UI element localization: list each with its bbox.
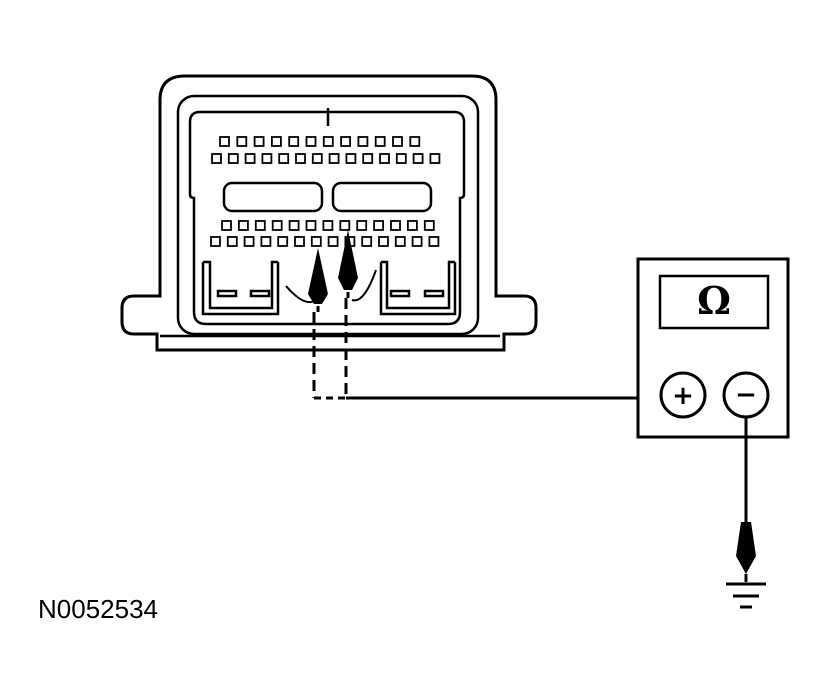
power-block-left — [201, 260, 280, 316]
ground-probe-tip — [736, 522, 756, 574]
connector-pin — [288, 220, 300, 231]
connector-pin — [278, 153, 290, 164]
connector-pin — [221, 220, 232, 231]
probe-tip-2 — [338, 230, 358, 290]
connector-pin — [429, 153, 441, 164]
connector-pin — [345, 153, 357, 164]
ground-symbol-icon — [726, 582, 766, 609]
connector-pin — [243, 236, 255, 247]
module-housing — [120, 74, 538, 352]
connector-pin — [327, 236, 339, 247]
ohm-symbol: Ω — [697, 278, 731, 323]
test-probes — [308, 230, 358, 400]
connector-pin — [328, 153, 340, 164]
connector-pin — [373, 220, 385, 231]
connector-pin — [305, 220, 317, 231]
probe-tip-1 — [308, 248, 328, 304]
connector-pin — [261, 153, 273, 164]
negative-terminal-label: − — [735, 380, 757, 410]
connector-pin — [378, 236, 389, 247]
positive-terminal-label: + — [672, 381, 694, 411]
connector-pin — [210, 236, 221, 247]
connector-pin — [357, 136, 369, 147]
connector-pin — [322, 136, 334, 147]
connector-pin — [219, 136, 230, 147]
connector-pin — [411, 236, 423, 247]
connector-pin — [277, 236, 289, 247]
power-block-right — [379, 260, 457, 316]
connector-pin — [361, 236, 373, 247]
connector-pin — [226, 236, 238, 247]
connector-pin — [288, 136, 300, 147]
connector-pin — [305, 136, 317, 147]
connector-slots — [222, 181, 433, 213]
connector-pin — [412, 153, 424, 164]
connector-slot-right — [331, 181, 433, 213]
connector-pin — [311, 153, 323, 164]
connector-pin — [244, 153, 256, 164]
connector-pin — [423, 220, 435, 231]
connector-pin — [310, 236, 322, 247]
connector-slot-left — [222, 181, 324, 213]
connector-pin — [374, 136, 386, 147]
ohmmeter-display — [658, 274, 770, 330]
connector-pin — [390, 220, 401, 231]
connector-pin — [236, 136, 248, 147]
connector-pin — [362, 153, 374, 164]
ohmmeter: Ω + − — [636, 257, 790, 439]
connector-pin — [395, 153, 407, 164]
connector-pin — [356, 220, 368, 231]
pin-row-lower-2 — [210, 236, 440, 247]
connector-pin — [271, 220, 283, 231]
connector-pin — [322, 220, 334, 231]
connector-pin — [409, 136, 421, 147]
connector-pin — [295, 153, 306, 164]
connector-pin — [260, 236, 272, 247]
connector-pin — [392, 136, 403, 147]
ground-lead — [736, 417, 756, 582]
connector-pin — [254, 220, 266, 231]
connector-pin — [339, 220, 351, 231]
positive-terminal — [659, 371, 707, 419]
connector-pin — [270, 136, 282, 147]
pin-row-upper-2 — [211, 153, 441, 164]
connector-pin — [253, 136, 265, 147]
connector-pin — [379, 153, 390, 164]
figure-reference-id: N0052534 — [38, 594, 158, 624]
pin-row-lower-1 — [221, 220, 435, 231]
connector-pin — [227, 153, 239, 164]
power-terminal-blocks — [201, 260, 457, 316]
pin-row-upper-1 — [219, 136, 421, 147]
connector-pin — [294, 236, 305, 247]
connector-pin — [406, 220, 418, 231]
connector-pin — [428, 236, 440, 247]
connector-pin — [394, 236, 406, 247]
connector-pin — [211, 153, 222, 164]
connector-pin — [340, 136, 352, 147]
connector-pin — [237, 220, 249, 231]
